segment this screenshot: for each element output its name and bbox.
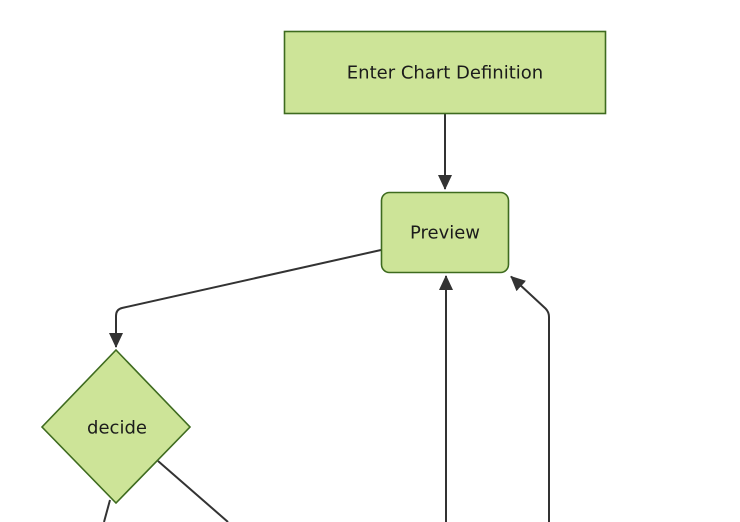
edge-offscreen-right-to-preview-corner <box>510 275 550 522</box>
edge-decide-to-offscreen-bottom <box>103 499 111 522</box>
node-enter-chart-definition-label: Enter Chart Definition <box>347 63 543 84</box>
edge-decide-to-offscreen-bottom-right <box>157 460 229 522</box>
node-preview <box>380 191 510 274</box>
node-decide <box>40 348 192 505</box>
edge-preview-to-decide <box>109 249 382 348</box>
node-preview-label: Preview <box>410 223 480 244</box>
node-enter-chart-definition <box>283 30 607 115</box>
node-decide-label: decide <box>87 418 147 439</box>
